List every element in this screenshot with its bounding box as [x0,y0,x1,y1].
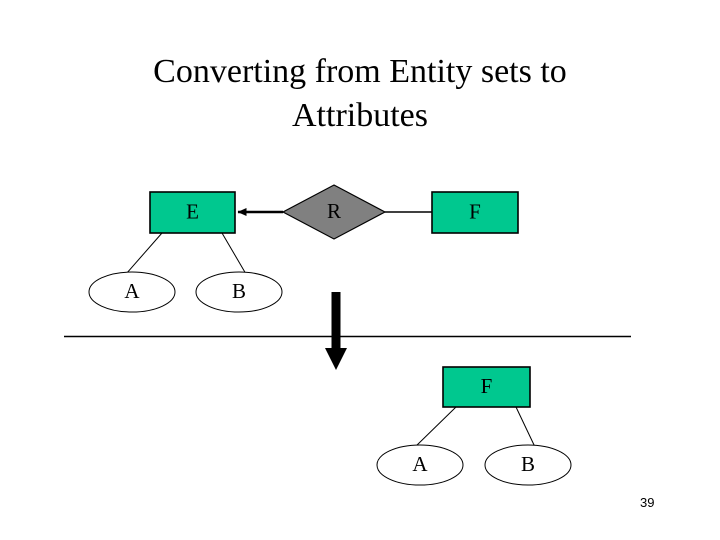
attribute-ellipse-a-before-shape [88,271,176,313]
attribute-ellipse-a-after[interactable]: A [376,444,464,486]
edge-f-to-b [515,406,536,448]
entity-box-f-after-shape [442,366,531,408]
transform-down-arrow-shaft [331,292,341,350]
entity-box-e-shape [149,191,236,234]
entity-box-f-before-shape [431,191,519,234]
attribute-ellipse-b-before[interactable]: B [195,271,283,313]
entity-box-f-before[interactable]: F [431,191,519,234]
relationship-diamond-r-shape [281,184,387,240]
page-number: 39 [640,495,655,510]
entity-box-e[interactable]: E [149,191,236,234]
attribute-ellipse-a-before-label: A [124,279,140,303]
relationship-diamond-r[interactable]: R [281,184,387,240]
attribute-ellipse-a-before[interactable]: A [88,271,176,313]
attribute-ellipse-b-after[interactable]: B [484,444,572,486]
entity-box-f-after-label: F [481,374,493,398]
edge-f-to-a [414,406,457,448]
attribute-ellipse-b-after-label: B [521,452,535,476]
entity-box-e-label: E [186,199,199,223]
transform-down-arrow-head [325,348,347,370]
attribute-ellipse-b-after-shape [484,444,572,486]
attribute-ellipse-b-before-label: B [232,279,246,303]
attribute-ellipse-a-after-label: A [412,452,428,476]
relationship-diamond-r-label: R [327,199,341,223]
entity-box-f-before-label: F [469,199,481,223]
edge-e-to-a [125,232,163,275]
attribute-ellipse-b-before-shape [195,271,283,313]
edge-e-to-b [221,232,247,275]
attribute-ellipse-a-after-shape [376,444,464,486]
entity-box-f-after[interactable]: F [442,366,531,408]
page-title: Converting from Entity sets to Attribute… [153,53,567,134]
transform-down-arrow [325,292,347,370]
